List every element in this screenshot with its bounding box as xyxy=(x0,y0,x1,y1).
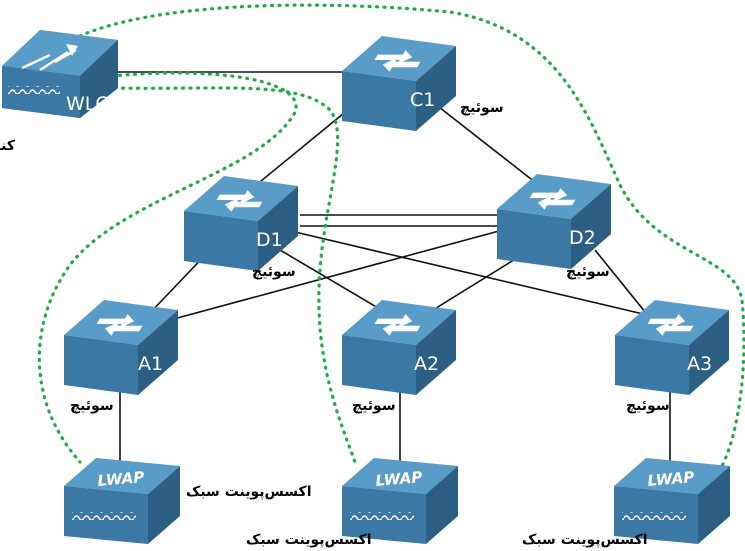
d2-caption: سوئیچ xyxy=(566,264,610,280)
link-d2-a3 xyxy=(594,249,651,319)
capwap-tunnels xyxy=(37,3,745,468)
c1-name: C1 xyxy=(410,89,435,111)
tunnel-wlc-lwap1 xyxy=(37,71,298,464)
wlc-name: WLC xyxy=(66,93,109,115)
d1-name: D1 xyxy=(256,229,283,251)
a3-caption: سوئیچ xyxy=(626,398,670,414)
switch-a1: A1 xyxy=(64,300,178,395)
wlc-device: WLC کنترلر شبکه محلی بی‌سیم xyxy=(0,30,118,154)
switch-d2: D2 xyxy=(497,174,611,269)
lwap2-caption: اکسس‌پوینت سبک xyxy=(246,532,372,548)
link-c1-d2 xyxy=(429,99,546,191)
link-d1-a2 xyxy=(279,249,391,316)
d2-name: D2 xyxy=(569,227,596,249)
a3-name: A3 xyxy=(687,353,712,375)
lwap3-caption: اکسس‌پوینت سبک xyxy=(522,532,648,548)
d1-caption: سوئیچ xyxy=(252,264,296,280)
a2-caption: سوئیچ xyxy=(352,398,396,414)
a2-name: A2 xyxy=(414,353,439,375)
link-d1-a3 xyxy=(294,231,661,319)
lwap-3: LWAP xyxy=(614,458,730,544)
switch-a2: A2 xyxy=(342,300,456,395)
tunnel-wlc-lwap2 xyxy=(113,86,357,464)
switch-c1: C1 xyxy=(342,36,456,131)
lwap-1: LWAP xyxy=(64,458,180,544)
c1-caption: سوئیچ xyxy=(460,100,504,116)
link-d2-a2 xyxy=(419,249,531,319)
access-point-icon xyxy=(64,458,180,494)
link-c1-d1 xyxy=(249,99,361,191)
switch-a3: A3 xyxy=(615,300,729,395)
switch-d1: D1 xyxy=(184,176,298,271)
link-d2-a1 xyxy=(169,227,511,321)
lwap-2: LWAP xyxy=(342,458,458,544)
lwap1-name: LWAP xyxy=(97,468,145,490)
a1-caption: سوئیچ xyxy=(70,398,114,414)
wlc-caption: کنترلر شبکه محلی بی‌سیم xyxy=(0,138,16,154)
lwap3-name: LWAP xyxy=(647,468,695,490)
lwap1-caption: اکسس‌پوینت سبک xyxy=(186,484,312,500)
lwap2-name: LWAP xyxy=(375,468,423,490)
a1-name: A1 xyxy=(138,353,163,375)
